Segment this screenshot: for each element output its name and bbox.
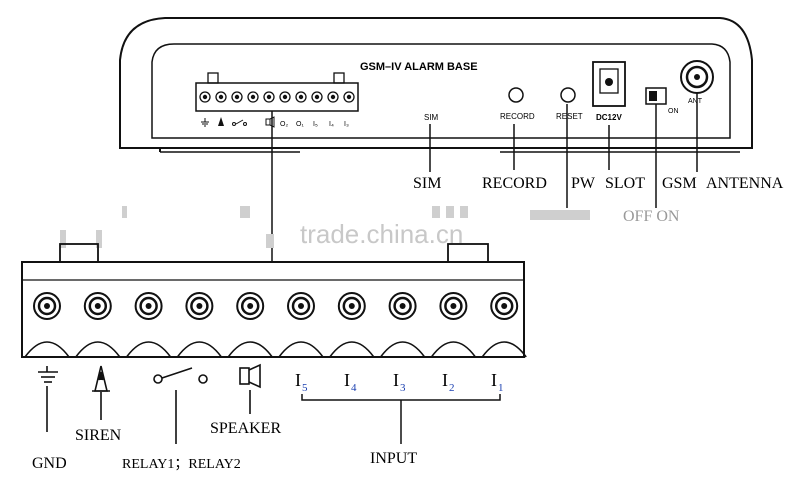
dc-power-jack[interactable] <box>592 61 626 107</box>
input-label-i3: I3 <box>393 370 406 394</box>
panel-ant-label: ANT <box>688 98 703 105</box>
device-terminal-screw <box>263 91 275 103</box>
panel-record-label: RECORD <box>500 112 535 121</box>
input-bracket <box>301 394 501 444</box>
device-title: GSM–IV ALARM BASE <box>360 61 478 73</box>
callout-lines <box>271 93 698 262</box>
callout-sim: SIM <box>413 175 441 192</box>
device-terminal-screw <box>327 91 339 103</box>
device-term-label-i3: I₃ <box>344 121 349 128</box>
input-label-i5: I5 <box>295 370 308 394</box>
terminal-slot <box>278 341 324 358</box>
device-ground-icon <box>201 118 209 127</box>
terminal-slot <box>430 341 477 358</box>
ground-icon <box>38 366 58 432</box>
label-siren: SIREN <box>75 427 122 444</box>
terminal-screw <box>388 292 417 320</box>
callout-off-on: OFF ON <box>623 208 680 225</box>
device-term-label-i5: I₅ <box>313 121 318 128</box>
device-terminal-screw <box>295 91 307 103</box>
input-label-i2: I2 <box>442 370 455 394</box>
input-label-i1: I1 <box>491 370 504 394</box>
siren-icon <box>92 365 110 420</box>
terminal-screw <box>337 292 366 320</box>
device-housing <box>119 17 753 153</box>
device-terminal-screw <box>343 91 355 103</box>
terminal-slot <box>329 341 375 358</box>
antenna-connector[interactable] <box>680 60 714 94</box>
label-input: INPUT <box>370 450 417 467</box>
device-terminal-screw <box>279 91 291 103</box>
record-button[interactable] <box>508 87 524 103</box>
callout-gsm: GSM <box>662 175 697 192</box>
panel-on-label: ON <box>668 108 679 115</box>
device-terminal-screw <box>247 91 259 103</box>
callout-slot: SLOT <box>605 175 645 192</box>
label-gnd: GND <box>32 455 67 472</box>
terminal-screw <box>185 292 214 320</box>
device-speaker-icon <box>265 116 275 128</box>
terminal-slot <box>379 341 426 358</box>
relay-switch-icon <box>153 367 208 444</box>
label-speaker: SPEAKER <box>210 420 281 437</box>
terminal-slot <box>176 341 223 358</box>
panel-sim-label: SIM <box>424 113 439 122</box>
callout-pw: PW <box>571 175 596 192</box>
callout-antenna: ANTENNA <box>706 175 784 192</box>
terminal-screw <box>134 292 163 320</box>
device-terminal-screw <box>231 91 243 103</box>
terminal-slot <box>227 341 273 358</box>
terminal-screw <box>33 292 61 320</box>
terminal-slot <box>75 341 121 358</box>
terminal-slot <box>24 341 70 358</box>
device-terminal-screw <box>215 91 227 103</box>
terminal-screw <box>287 292 315 320</box>
device-term-label-i4: I₄ <box>329 121 334 128</box>
device-term-label-o1: O₁ <box>296 121 304 128</box>
terminal-screw <box>490 292 519 320</box>
input-labels: I5 I4 I3 I2 I1 <box>295 370 504 394</box>
reset-button[interactable] <box>560 87 576 103</box>
device-siren-icon <box>218 117 224 126</box>
terminal-screw <box>236 292 265 320</box>
panel-dc-label: DC12V <box>596 113 622 122</box>
device-terminal-screw <box>199 91 211 103</box>
ghost-marks <box>60 206 590 248</box>
device-terminal-screw <box>311 91 323 103</box>
terminal-slot <box>481 341 527 358</box>
device-terminal-strip: O₂ O₁ I₅ I₄ I₃ <box>195 72 359 128</box>
label-relay: RELAY1；RELAY2 <box>122 457 241 472</box>
terminal-block <box>21 243 525 358</box>
device-relay-icon <box>232 119 247 126</box>
speaker-icon <box>239 363 261 414</box>
terminal-screw <box>83 292 112 320</box>
watermark: trade.china.cn <box>300 219 463 249</box>
input-label-i4: I4 <box>344 370 357 394</box>
power-switch[interactable] <box>645 87 667 105</box>
terminal-screw <box>439 292 468 320</box>
callout-record: RECORD <box>482 175 547 192</box>
panel-reset-label: RESET <box>556 112 583 121</box>
terminal-slot <box>125 341 172 358</box>
device-term-label-o2: O₂ <box>280 121 288 128</box>
